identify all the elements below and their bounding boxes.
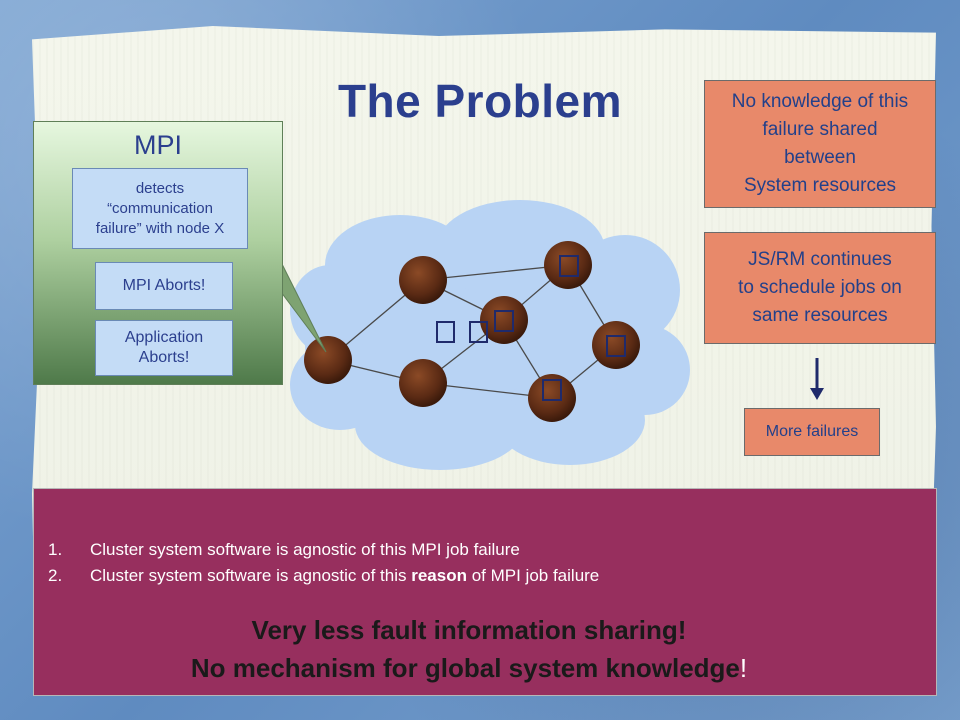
jsrm-line: same resources (752, 305, 888, 326)
cloud-glyph-box (469, 321, 488, 343)
list-item: 1. Cluster system software is agnostic o… (48, 537, 599, 563)
no-knowledge-line: between (784, 147, 856, 168)
application-aborts-line: Aborts! (138, 349, 190, 366)
no-knowledge-line: failure shared (762, 119, 878, 140)
emphasis-line-1: Very less fault information sharing! (251, 615, 687, 645)
list-number: 2. (48, 566, 63, 585)
emphasis-line-2-main: No mechanism for global system knowledge (190, 653, 740, 683)
emphasis-line-2: No mechanism for global system knowledge… (34, 653, 904, 684)
more-failures-box: More failures (744, 408, 880, 456)
slide-title: The Problem (337, 75, 623, 127)
node-glyph-box (606, 335, 626, 357)
down-arrow-icon (810, 358, 824, 400)
list-number: 1. (48, 540, 63, 559)
node-x (304, 336, 352, 384)
node-glyph-box (542, 379, 562, 401)
mpi-aborts-box: MPI Aborts! (95, 262, 233, 310)
detects-line: failure” with node X (95, 219, 225, 237)
list-text-pre: Cluster system software is agnostic of t… (90, 566, 412, 585)
node (399, 256, 447, 304)
jsrm-line: JS/RM continues (748, 249, 892, 270)
cloud-glyph-box (436, 321, 455, 343)
network-nodes (304, 241, 640, 422)
emphasis-line-2-end: ! (739, 653, 748, 683)
jsrm-continues-box: JS/RM continues to schedule jobs on same… (704, 232, 936, 344)
node (592, 321, 640, 369)
list-text: Cluster system software is agnostic of t… (90, 540, 520, 559)
detects-line: detects (135, 179, 185, 197)
mpi-aborts-text: MPI Aborts! (122, 277, 206, 294)
no-knowledge-box: No knowledge of this failure shared betw… (704, 80, 936, 208)
more-failures-text: More failures (765, 423, 859, 440)
list-text: Cluster system software is agnostic of t… (90, 566, 599, 586)
no-knowledge-line: System resources (743, 175, 897, 196)
node (544, 241, 592, 289)
mpi-label: MPI (133, 130, 182, 160)
node (399, 359, 447, 407)
node-glyph-boxes (436, 255, 626, 401)
application-aborts-box: Application Aborts! (95, 320, 233, 376)
summary-panel: 1. Cluster system software is agnostic o… (33, 488, 937, 696)
no-knowledge-line: No knowledge of this (731, 91, 909, 112)
application-aborts-line: Application (124, 329, 204, 346)
node (528, 374, 576, 422)
list-text-post: of MPI job failure (466, 566, 600, 585)
list-item: 2. Cluster system software is agnostic o… (48, 563, 599, 589)
list-text-bold: reason (411, 566, 467, 585)
summary-list: 1. Cluster system software is agnostic o… (48, 537, 599, 589)
detects-failure-box: detects “communication failure” with nod… (72, 168, 248, 249)
node-glyph-box (494, 310, 514, 332)
node (480, 296, 528, 344)
detects-line: “communication (107, 199, 213, 217)
jsrm-line: to schedule jobs on (738, 277, 902, 298)
node-glyph-box (559, 255, 579, 277)
